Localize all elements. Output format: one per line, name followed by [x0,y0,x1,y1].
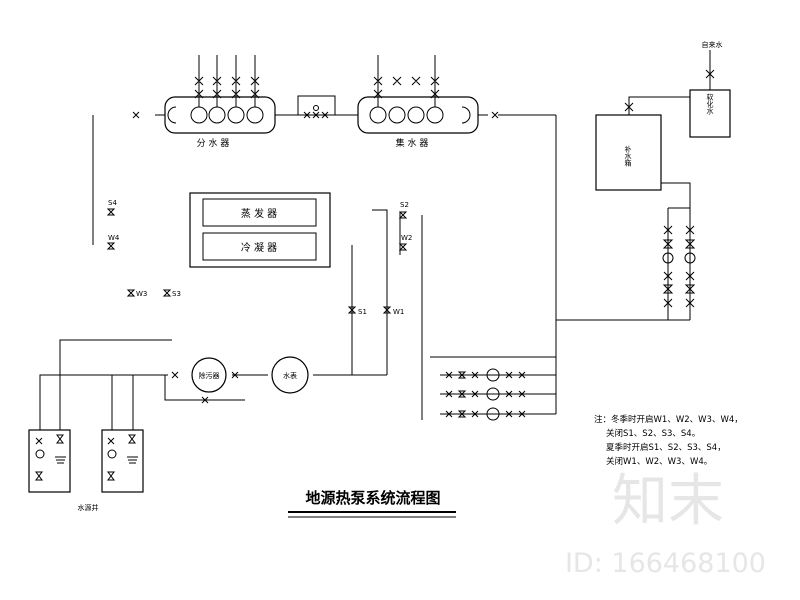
collector-vessel [357,55,499,134]
valve-w3[interactable] [126,289,136,297]
collector-label: 集 水 器 [396,137,429,149]
well-left [28,429,71,493]
condenser-label: 冷 凝 器 [241,241,277,254]
well-right [101,429,144,493]
softener-label: 软化水 [706,93,714,115]
valve-s4[interactable] [106,208,116,216]
bypass-link [275,95,358,119]
heat-pump-unit [189,192,331,268]
evaporator-label: 蒸 发 器 [241,207,277,220]
watermark-brand: 知末 [612,469,724,534]
divider-vessel [132,55,276,134]
pump-group [430,114,690,421]
divider-label: 分 水 器 [197,137,230,149]
note-line-3: 夏季时开启S1、S2、S3、S4， [606,442,726,453]
valve-tag-s1: S1 [358,308,367,316]
valve-tag-w4: W4 [108,234,120,242]
valve-tag-w2: W2 [401,234,412,242]
valve-s2[interactable] [398,211,408,219]
note-line-4: 关闭W1、W2、W3、W4。 [606,456,712,467]
filter-equipment [191,357,227,393]
riser-lines [351,209,423,420]
note-line-2: 关闭S1、S2、S3、S4。 [606,428,700,439]
valve-tag-s4: S4 [108,199,117,207]
watermark-id: ID: 166468100 [565,548,766,579]
condenser-box [202,232,317,261]
valve-tag-w3: W3 [136,290,147,298]
evaporator-box [202,198,317,227]
meter-equipment [271,356,309,394]
makeup-system [595,50,731,320]
well-label: 水源井 [78,503,99,512]
well-piping [39,339,387,430]
valve-w2[interactable] [398,243,408,251]
diagram-title: 地源热泵系统流程图 [305,489,440,507]
valve-s1[interactable] [347,306,357,314]
filter-label: 除污器 [199,371,220,380]
valve-s3[interactable] [162,289,172,297]
valve-tag-w1: W1 [393,308,404,316]
valve-tag-s3: S3 [172,290,181,298]
valve-w4[interactable] [106,242,116,250]
note-line-1: 注：冬季时开启W1、W2、W3、W4， [594,414,743,425]
tank-label: 补水箱 [624,145,632,168]
valve-w1[interactable] [382,306,392,314]
meter-label: 水表 [283,371,297,380]
makeup-label: 自来水 [702,40,723,49]
valve-tag-s2: S2 [400,201,409,209]
